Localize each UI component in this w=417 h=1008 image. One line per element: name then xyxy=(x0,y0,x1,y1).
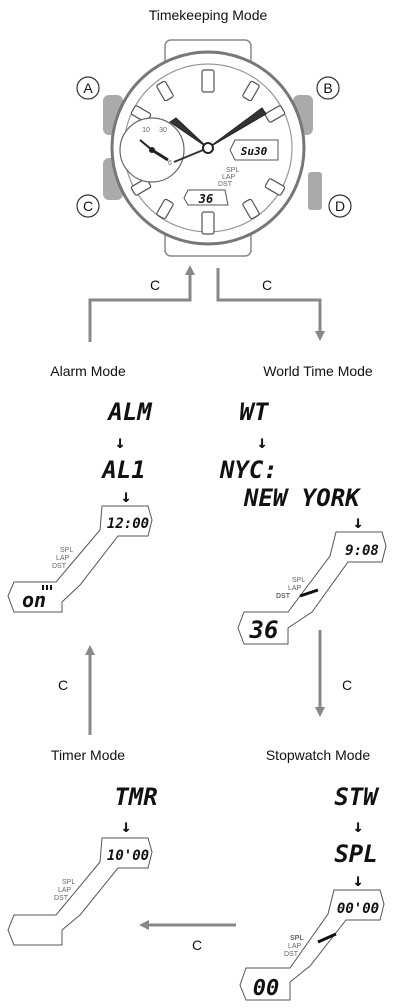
svg-text:LAP: LAP xyxy=(222,174,236,181)
crown-d[interactable] xyxy=(308,172,322,210)
svg-text:A: A xyxy=(83,80,93,96)
svg-text:SPL: SPL xyxy=(290,935,304,942)
svg-text:DST: DST xyxy=(52,563,67,570)
svg-text:Su30: Su30 xyxy=(241,145,268,158)
world-time-panel: WT ↓ NYC: NEW YORK ↓ 9:08 SPL LAP DST 36 xyxy=(219,398,387,645)
button-d-callout: D xyxy=(328,194,352,218)
svg-text:SPL: SPL xyxy=(292,577,305,584)
world-time-title: WT xyxy=(240,398,270,426)
svg-text:LAP: LAP xyxy=(288,585,302,592)
svg-text:DST: DST xyxy=(54,895,69,902)
svg-text:DST: DST xyxy=(218,181,233,188)
svg-text:LAP: LAP xyxy=(58,887,72,894)
arrow-glyph: ↓ xyxy=(121,816,132,837)
svg-text:SPL: SPL xyxy=(60,547,73,554)
svg-text:DST: DST xyxy=(276,593,291,600)
svg-text:6: 6 xyxy=(168,160,172,167)
timekeeping-mode-label: Timekeeping Mode xyxy=(149,7,268,23)
stopwatch-mode-label: Stopwatch Mode xyxy=(266,747,370,763)
alarm-title: ALM xyxy=(106,398,153,426)
svg-text:B: B xyxy=(323,80,332,96)
transition-c-label: C xyxy=(262,277,272,293)
timer-display-outline xyxy=(7,837,153,946)
stopwatch-display-outline xyxy=(239,889,385,1001)
world-time-mode-label: World Time Mode xyxy=(263,363,373,379)
world-time-city-name: NEW YORK xyxy=(243,484,362,512)
transition-c-label: C xyxy=(58,677,68,693)
transition-c-label: C xyxy=(150,277,160,293)
svg-text:SPL: SPL xyxy=(62,879,75,886)
minute-hand xyxy=(207,107,267,149)
stopwatch-panel: STW ↓ SPL ↓ 00'00 SPL LAP DST 00 xyxy=(239,783,385,1001)
bottom-display xyxy=(183,189,229,206)
alarm-sub: AL1 xyxy=(100,456,145,484)
svg-text:10: 10 xyxy=(142,127,150,134)
svg-text:C: C xyxy=(83,198,93,214)
button-b-callout: B xyxy=(316,76,340,100)
timer-title: TMR xyxy=(114,783,157,811)
svg-text:DST: DST xyxy=(284,951,299,958)
timer-mode-label: Timer Mode xyxy=(51,747,125,763)
svg-text:30: 30 xyxy=(159,127,167,134)
svg-text:SPL: SPL xyxy=(226,167,239,174)
arrow-alarm-to-timekeeping xyxy=(88,265,195,342)
world-time-display-outline xyxy=(237,531,387,645)
alarm-time: 12:00 xyxy=(107,516,149,532)
day-display xyxy=(229,139,279,161)
hour-hand xyxy=(169,117,209,149)
world-time-city-code: NYC: xyxy=(219,456,278,484)
timer-panel: TMR ↓ 10'00 SPL LAP DST xyxy=(7,783,158,946)
timer-time: 10'00 xyxy=(107,848,149,864)
stopwatch-time: 00'00 xyxy=(337,901,379,917)
svg-text:LAP: LAP xyxy=(56,555,70,562)
arrow-glyph: ↓ xyxy=(353,816,364,837)
svg-text:D: D xyxy=(335,198,345,214)
svg-text:LAP: LAP xyxy=(288,943,302,950)
world-time-time: 9:08 xyxy=(345,543,379,559)
watch-illustration: 10 30 6 Su30 36 SPL LAP DST xyxy=(103,39,322,257)
svg-text:36: 36 xyxy=(198,192,213,206)
arrow-timekeeping-to-worldtime xyxy=(216,268,325,341)
world-time-bottom: 36 xyxy=(249,616,279,644)
alarm-mode-label: Alarm Mode xyxy=(50,363,126,379)
stopwatch-sub: SPL xyxy=(334,840,377,868)
arrow-glyph: ↓ xyxy=(257,432,268,453)
alarm-state: on xyxy=(22,588,46,612)
arrow-glyph: ↓ xyxy=(115,432,126,453)
stopwatch-title: STW xyxy=(334,783,380,811)
alarm-panel: ALM ↓ AL1 ↓ 12:00 SPL LAP DST on xyxy=(7,398,153,613)
transition-c-label: C xyxy=(192,937,202,953)
arrow-glyph: ↓ xyxy=(353,512,364,533)
stopwatch-bottom: 00 xyxy=(253,976,280,1001)
button-a-callout: A xyxy=(76,76,100,100)
button-c-callout: C xyxy=(76,194,100,218)
transition-c-label: C xyxy=(342,677,352,693)
arrow-glyph: ↓ xyxy=(121,486,132,507)
arrow-glyph: ↓ xyxy=(353,870,364,891)
